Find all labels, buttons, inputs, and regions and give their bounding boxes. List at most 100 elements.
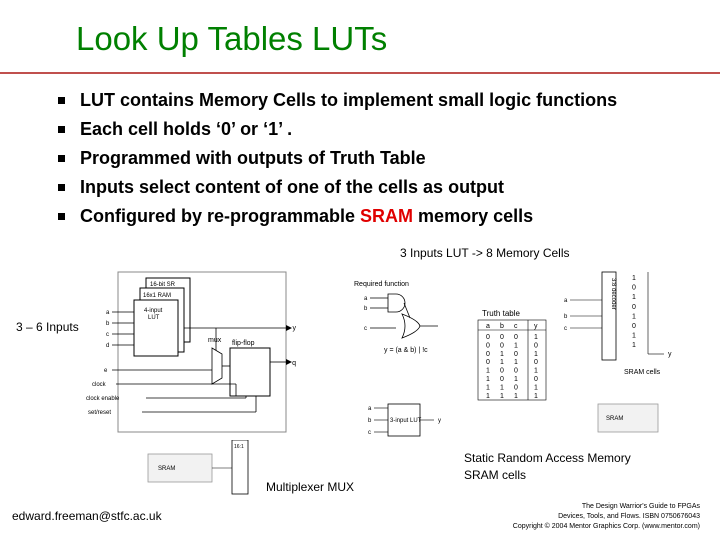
bullet-marker — [58, 184, 65, 191]
bullet-item: Configured by re-programmable SRAM memor… — [58, 202, 617, 231]
truth-table-cell: 0 — [500, 334, 504, 341]
truth-table-header-cell: a — [486, 323, 490, 330]
lut-truth-table-diagram: Required function a b c y = (a & b) | !c… — [354, 271, 672, 437]
truth-table-cell: 0 — [534, 342, 538, 349]
truth-table-cell: 1 — [500, 351, 504, 358]
truth-table-cell: 1 — [514, 342, 518, 349]
sr16-label: 16-bit SR — [150, 282, 176, 288]
truth-table-cell: 0 — [534, 359, 538, 366]
lut3-label: 3-input LUT — [390, 418, 422, 424]
dec-input-b: b — [564, 314, 568, 320]
input-b-label: b — [106, 321, 110, 327]
truth-table-header-cell: c — [514, 323, 518, 330]
bullet-item: Inputs select content of one of the cell… — [58, 173, 617, 202]
sram-cells-label: SRAM cells — [624, 369, 661, 376]
lut3-input-a: a — [368, 406, 372, 412]
truth-table-cell: 1 — [486, 384, 490, 391]
flipflop-label: flip-flop — [232, 340, 255, 347]
lut-logic-cell-diagram: 16-bit SR 16x1 RAM 4-input LUT a b c d y… — [86, 271, 296, 433]
sram-box-left-label: SRAM — [158, 466, 175, 472]
dec-input-c: c — [564, 326, 567, 332]
truth-table-cell: 1 — [500, 359, 504, 366]
inputs-caption: 3 – 6 Inputs — [16, 320, 79, 334]
truth-table-cell: 0 — [486, 351, 490, 358]
truth-table-cell: 1 — [534, 351, 538, 358]
flipflop-box — [229, 347, 271, 397]
truth-table-cell: 0 — [534, 376, 538, 383]
truth-table-cell: 1 — [514, 359, 518, 366]
bullet-marker — [58, 213, 65, 220]
truth-table-title: Truth table — [482, 309, 520, 318]
mux-small-label: 16:1 — [234, 444, 244, 450]
truth-table-cell: 1 — [514, 376, 518, 383]
rf-input-a: a — [364, 296, 368, 302]
bullet-marker — [58, 155, 65, 162]
bullet-item: Each cell holds ‘0’ or ‘1’ . — [58, 115, 617, 144]
truth-table-cell: 0 — [500, 376, 504, 383]
truth-table-cell: 1 — [534, 368, 538, 375]
bullet-marker — [58, 126, 65, 133]
sram-cell-value: 0 — [632, 323, 636, 330]
ram16-label: 16x1 RAM — [143, 293, 171, 299]
truth-table-cell: 1 — [486, 368, 490, 375]
sram-caption-1: Static Random Access Memory — [464, 451, 631, 465]
truth-table-cell: 1 — [486, 376, 490, 383]
sram-cell-value: 0 — [632, 304, 636, 311]
sram-caption-2: SRAM cells — [464, 468, 527, 482]
truth-table-header-cell: b — [500, 323, 504, 330]
sram-box-right — [597, 403, 659, 433]
bullet-marker — [58, 97, 65, 104]
bullet-item: LUT contains Memory Cells to implement s… — [58, 86, 617, 115]
bullet-list: LUT contains Memory Cells to implement s… — [58, 86, 617, 231]
sram-cell-value: 1 — [632, 294, 636, 301]
lut3-out-y: y — [438, 418, 441, 424]
mux-shape — [211, 347, 223, 385]
lut-caption: 3 Inputs LUT -> 8 Memory Cells — [400, 246, 570, 260]
bullet-item: Programmed with outputs of Truth Table — [58, 144, 617, 173]
lut4-label: 4-input — [144, 308, 163, 314]
input-d-label: d — [106, 343, 109, 349]
clock-enable-label: clock enable — [86, 396, 120, 402]
lut4-box — [133, 299, 179, 357]
title-divider — [0, 72, 720, 74]
out-q-label: q — [292, 360, 296, 367]
truth-table-cell: 0 — [500, 342, 504, 349]
slide-title: Look Up Tables LUTs — [76, 20, 388, 57]
truth-table-cell: 1 — [500, 384, 504, 391]
mux-sram-diagram: SRAM 16:1 — [147, 440, 249, 495]
and-gate — [387, 293, 406, 313]
truth-table-cell: 0 — [514, 334, 518, 341]
truth-table-cell: 1 — [534, 384, 538, 391]
sram-cell-value: 1 — [632, 313, 636, 320]
sram-box-right-label: SRAM — [606, 416, 623, 422]
truth-table-cell: 0 — [514, 351, 518, 358]
truth-table-cell: 1 — [514, 393, 518, 400]
author-email: edward.freeman@stfc.ac.uk — [12, 509, 162, 523]
setreset-label: set/reset — [88, 410, 111, 416]
truth-table-cell: 1 — [486, 393, 490, 400]
input-c-label: c — [106, 332, 109, 338]
truth-table-cell: 0 — [514, 384, 518, 391]
rf-input-b: b — [364, 306, 368, 312]
truth-table-cell: 1 — [534, 334, 538, 341]
sram-cell-value: 1 — [632, 275, 636, 282]
truth-table-cell: 0 — [486, 334, 490, 341]
required-function-label: Required function — [354, 281, 409, 288]
input-a-label: a — [106, 310, 110, 316]
input-e-label: e — [104, 368, 108, 374]
out-y-right: y — [668, 351, 672, 358]
truth-table-cell: 0 — [514, 368, 518, 375]
out-q-arrow — [286, 359, 292, 365]
copyright-credit: The Design Warrior's Guide to FPGAs Devi… — [512, 503, 700, 530]
decoder-label: 3:8 decoder — [610, 278, 616, 310]
rf-input-c: c — [364, 326, 367, 332]
lut3-input-c: c — [368, 430, 371, 436]
truth-table-header-cell: y — [534, 323, 538, 330]
sram-cell-value: 1 — [632, 342, 636, 349]
out-y-arrow — [286, 325, 292, 331]
truth-table-cell: 1 — [534, 393, 538, 400]
lut4-label-2: LUT — [148, 315, 160, 321]
sram-cell-value: 0 — [632, 285, 636, 292]
